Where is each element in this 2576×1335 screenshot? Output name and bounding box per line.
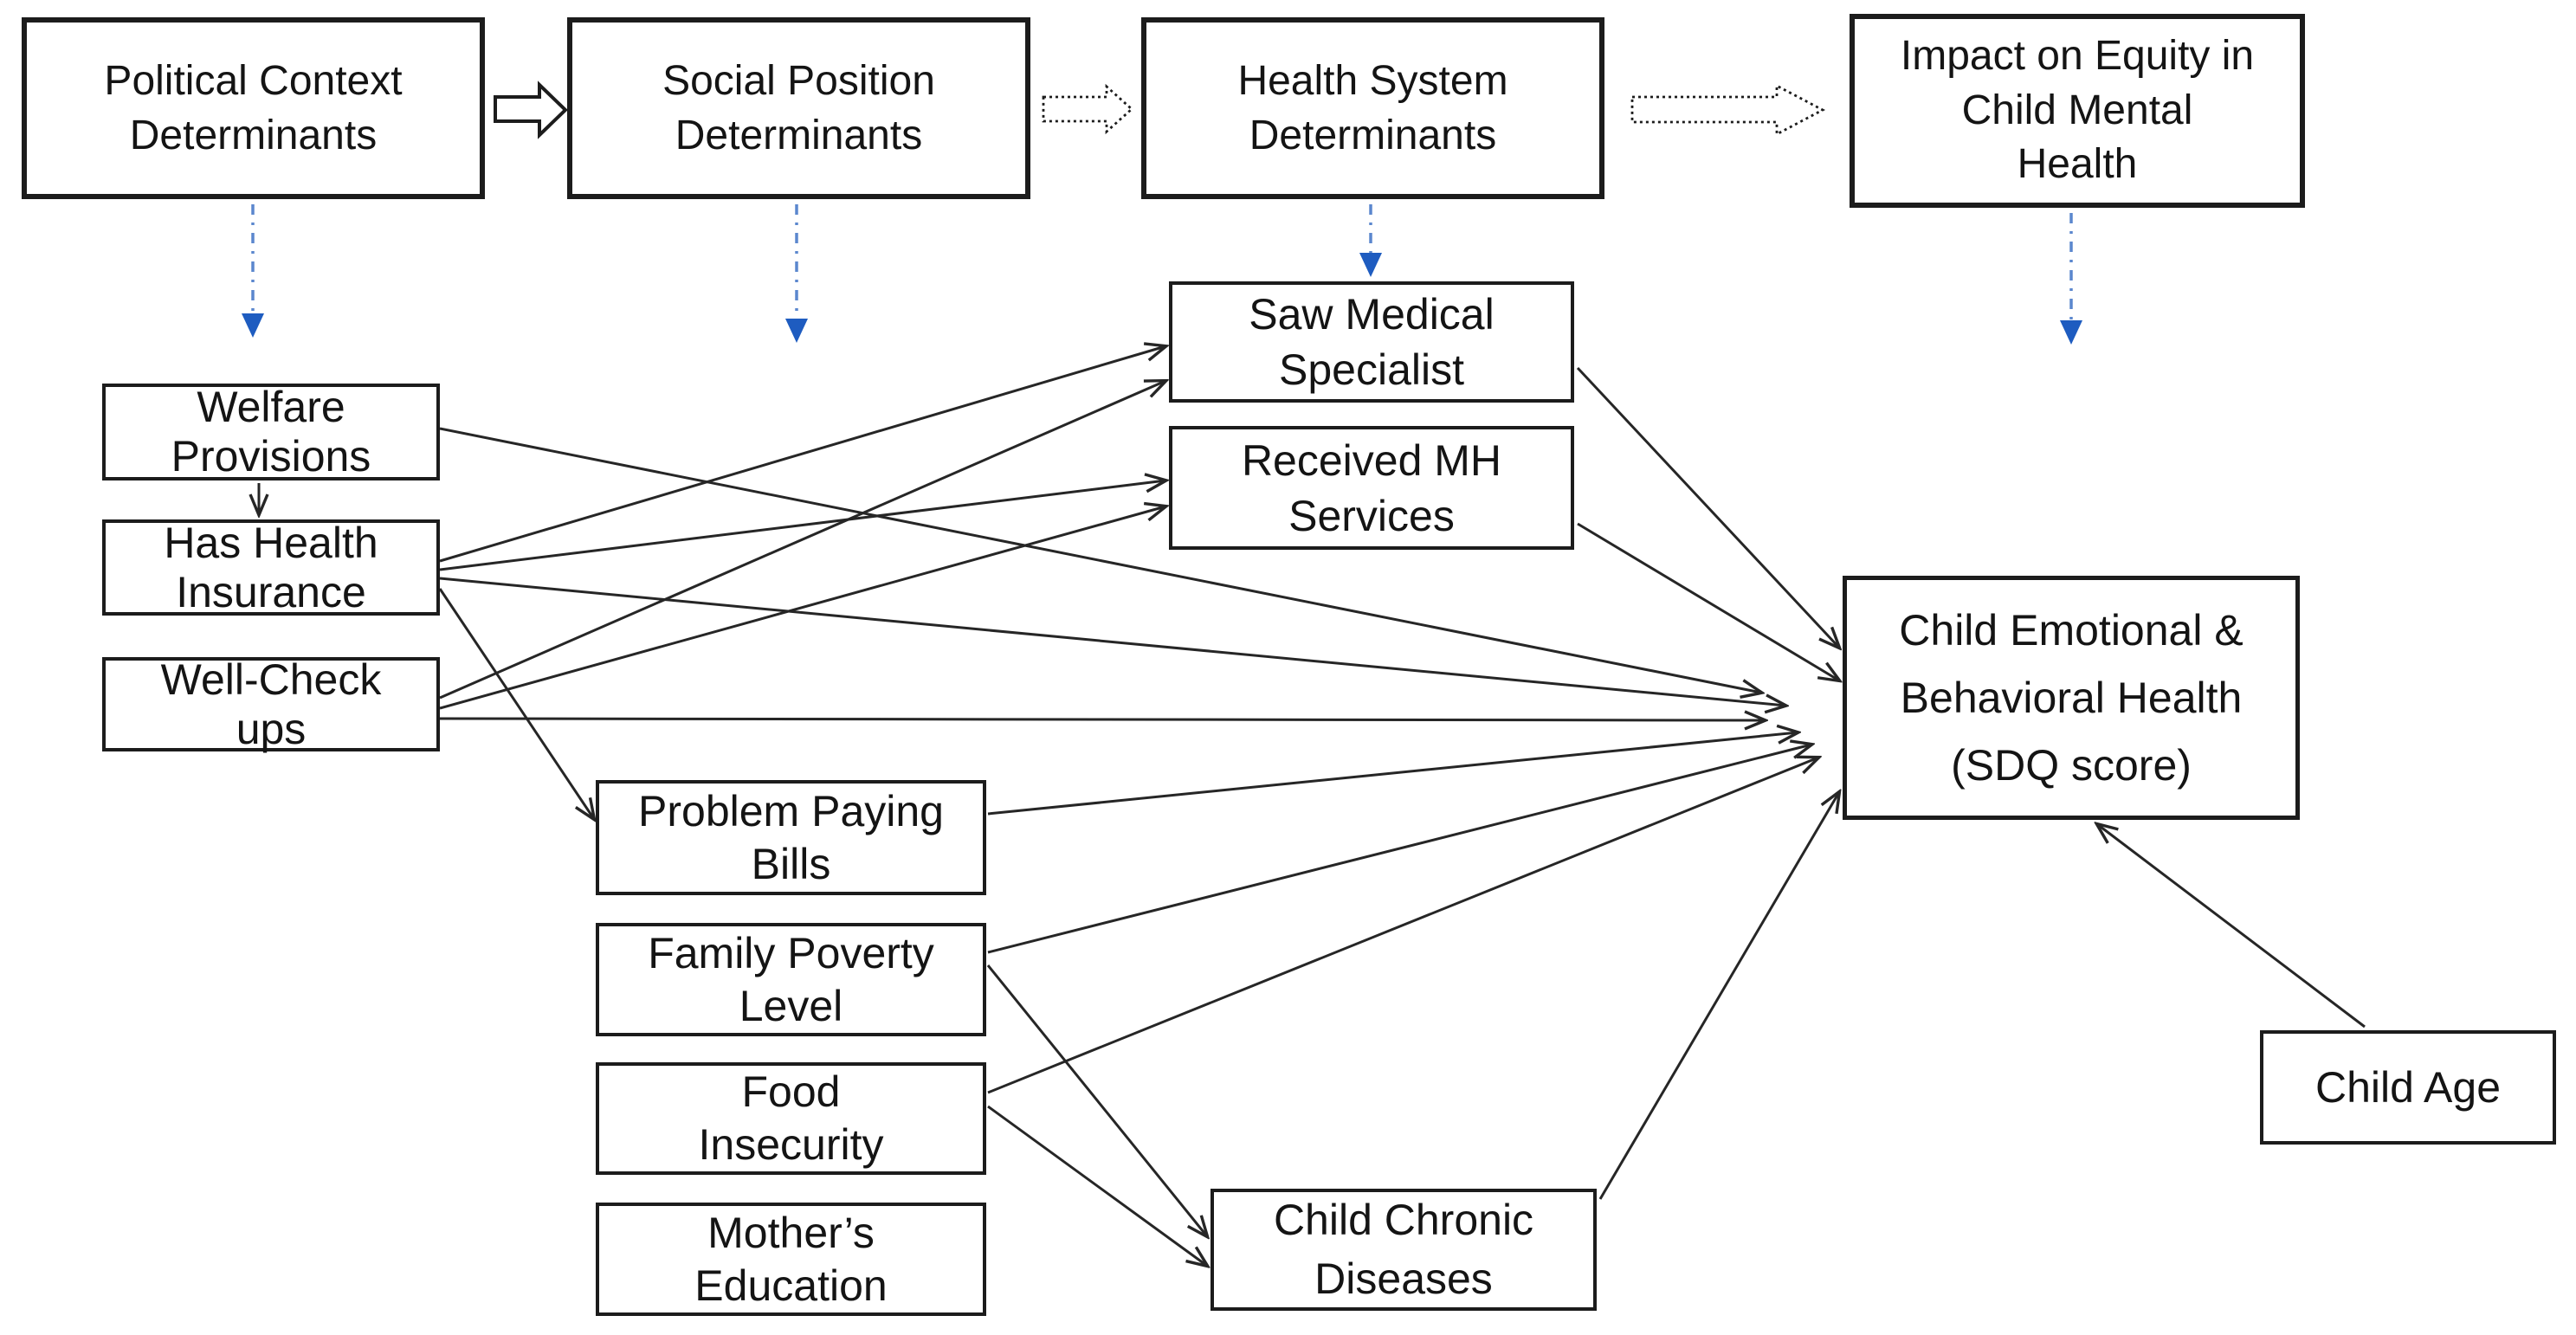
node-child-age: Child Age	[2260, 1030, 2556, 1145]
edge-food-to-sdq	[987, 758, 1818, 1094]
node-saw-medical-specialist: Saw Medical Specialist	[1169, 281, 1574, 403]
edge-poverty-to-chronic	[986, 964, 1207, 1236]
node-political-context-determinants: Political Context Determinants	[22, 17, 485, 199]
node-label: Impact on Equity in Child Mental Health	[1900, 33, 2255, 188]
node-health-system-determinants: Health System Determinants	[1141, 17, 1604, 199]
node-label: Saw Medical Specialist	[1249, 290, 1495, 394]
edge-saw-specialist-to-sdq	[1576, 366, 1839, 648]
node-label: Mother’s Education	[694, 1208, 888, 1310]
node-label: Child Chronic Diseases	[1273, 1196, 1534, 1303]
edge-insurance-to-mh-services	[439, 480, 1165, 571]
edge-wellcheck-to-sdq	[439, 719, 1765, 720]
edge-welfare-to-sdq	[439, 427, 1761, 693]
node-label: Social Position Determinants	[662, 57, 935, 158]
node-label: Received MH Services	[1241, 435, 1502, 540]
node-impact-on-equity: Impact on Equity in Child Mental Health	[1850, 14, 2305, 208]
node-label: Food Insecurity	[698, 1067, 884, 1169]
edge-insurance-to-sdq	[439, 577, 1785, 706]
edge-age-to-sdq	[2097, 824, 2366, 1029]
edge-poverty-to-sdq	[987, 745, 1811, 954]
block-arrow-social-to-health-system	[1042, 83, 1134, 135]
node-has-health-insurance: Has Health Insurance	[102, 519, 440, 616]
node-child-chronic-diseases: Child Chronic Diseases	[1211, 1189, 1597, 1311]
node-label: Has Health Insurance	[164, 518, 378, 616]
edge-mh-services-to-sdq	[1577, 522, 1839, 680]
node-label: Problem Paying Bills	[638, 786, 944, 888]
block-arrow-political-to-social	[494, 81, 568, 139]
node-child-emotional-behavioral-health-sdq: Child Emotional & Behavioral Health (SDQ…	[1843, 576, 2300, 820]
edge-wellcheck-to-mh-services	[439, 506, 1165, 710]
node-family-poverty-level: Family Poverty Level	[596, 923, 986, 1036]
node-social-position-determinants: Social Position Determinants	[567, 17, 1030, 199]
edge-chronic-to-sdq	[1598, 792, 1839, 1200]
node-problem-paying-bills: Problem Paying Bills	[596, 780, 986, 895]
edge-wellcheck-to-saw-specialist	[439, 381, 1165, 700]
node-label: Child Age	[2315, 1063, 2502, 1112]
edge-insurance-to-saw-specialist	[439, 346, 1165, 563]
node-food-insecurity: Food Insecurity	[596, 1062, 986, 1175]
node-received-mh-services: Received MH Services	[1169, 426, 1574, 550]
block-arrow-health-system-to-impact	[1630, 83, 1825, 137]
node-label: Welfare Provisions	[171, 383, 371, 480]
node-label: Health System Determinants	[1237, 57, 1508, 158]
node-mothers-education: Mother’s Education	[596, 1203, 986, 1316]
edge-food-to-chronic	[987, 1105, 1207, 1266]
node-label: Child Emotional & Behavioral Health (SDQ…	[1899, 606, 2244, 790]
node-label: Political Context Determinants	[104, 57, 403, 158]
node-label: Well-Check ups	[160, 655, 382, 753]
edge-insurance-to-bills	[438, 588, 594, 819]
node-welfare-provisions: Welfare Provisions	[102, 383, 440, 480]
edge-bills-to-sdq	[987, 732, 1798, 816]
node-well-check-ups: Well-Check ups	[102, 655, 440, 753]
node-label: Family Poverty Level	[648, 928, 934, 1030]
